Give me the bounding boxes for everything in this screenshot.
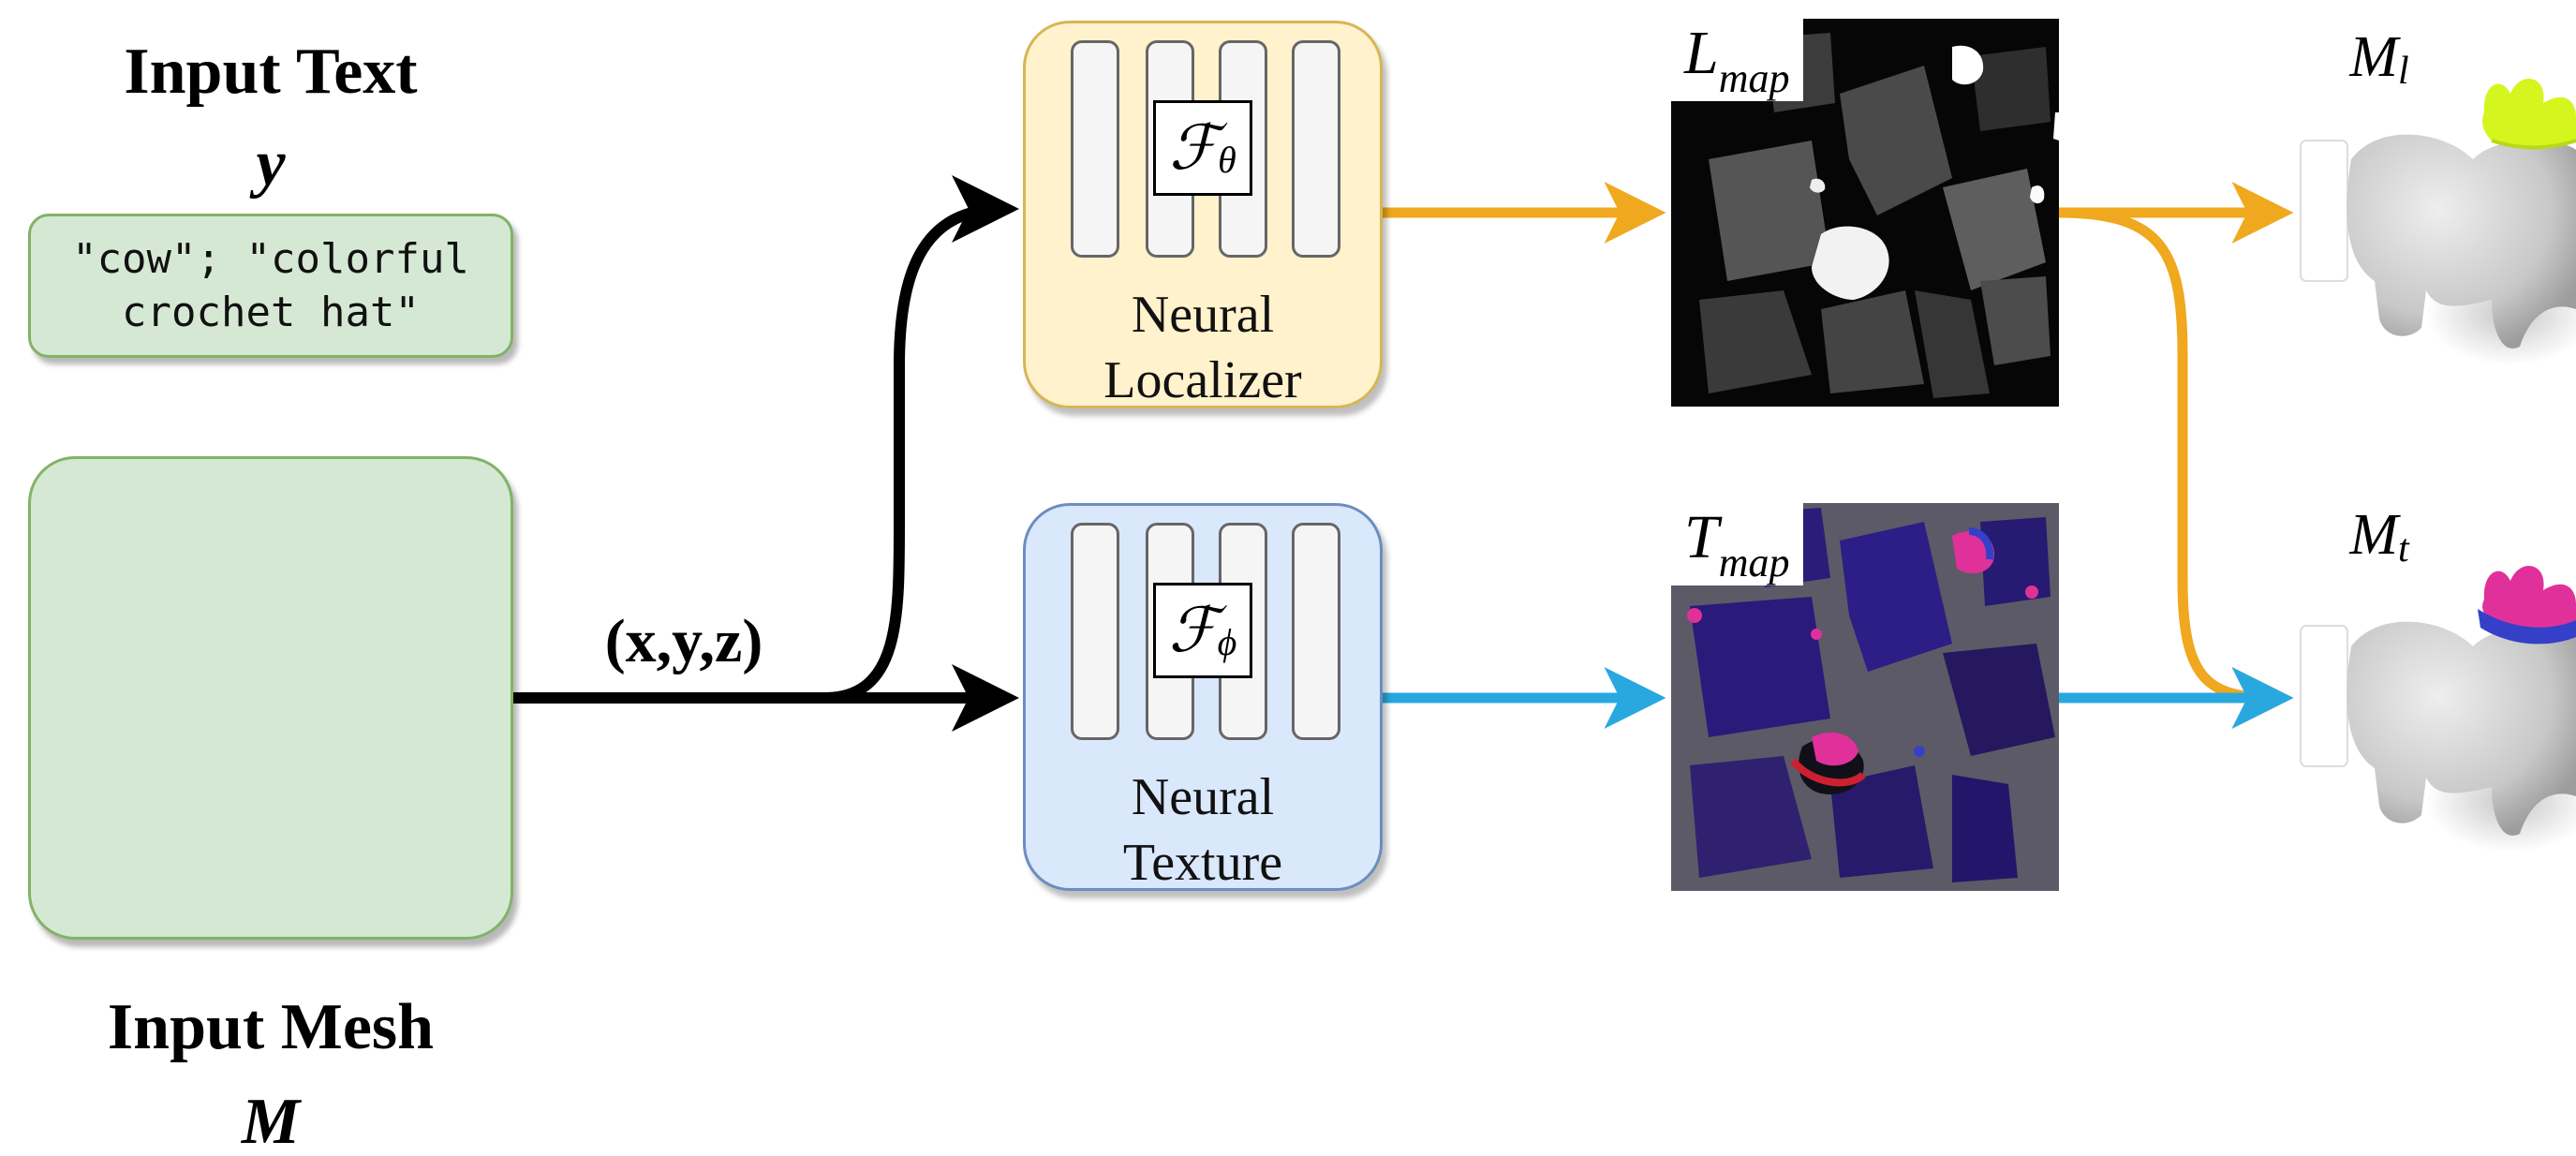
- arrow-mesh-to-localizer: [823, 175, 1019, 704]
- output-textured-label: Mt: [2349, 503, 2409, 571]
- layer-column: [1071, 523, 1119, 740]
- layer-column: [1292, 40, 1340, 258]
- tmap-label: Tmap: [1671, 503, 1803, 586]
- input-text-title: Input Text: [124, 36, 418, 108]
- layer-column: [1292, 523, 1340, 740]
- localizer-label: Neural Localizer: [1103, 286, 1302, 409]
- lmap-label: Lmap: [1671, 19, 1803, 102]
- input-mesh-title: Input Mesh: [107, 991, 435, 1063]
- texture-map: Tmap: [1671, 503, 2059, 891]
- output-mesh-textured: [2300, 565, 2576, 852]
- localization-map: Lmap: [1671, 19, 2059, 407]
- text-prompt-box: "cow"; "colorful crochet hat": [28, 214, 513, 358]
- input-mesh-symbol: M: [241, 1086, 301, 1156]
- output-mesh-localized: [2300, 78, 2576, 365]
- texture-label: Neural Texture: [1122, 768, 1283, 892]
- input-text-symbol: y: [256, 127, 286, 200]
- coords-label: (x,y,z): [604, 607, 763, 675]
- input-mesh-box: [28, 456, 513, 940]
- arrow-lmap-to-mt: [2058, 207, 2294, 729]
- text-prompt: "cow"; "colorful crochet hat": [72, 234, 469, 336]
- layer-column: [1071, 40, 1119, 258]
- output-localized-label: Ml: [2349, 25, 2409, 93]
